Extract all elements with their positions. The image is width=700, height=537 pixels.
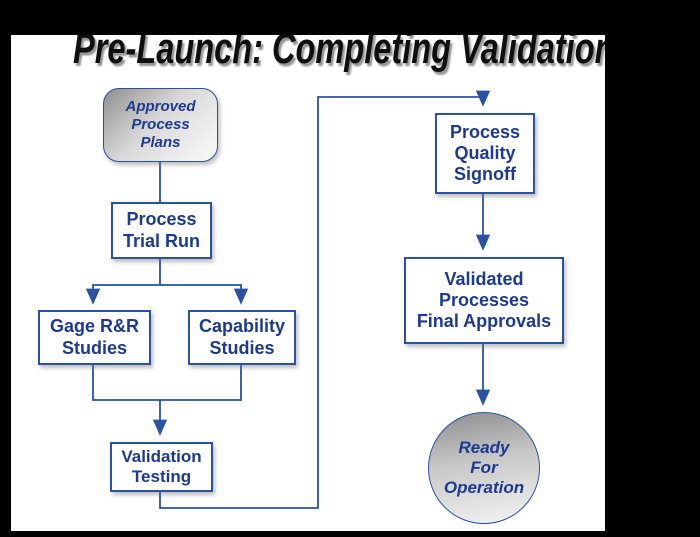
- node-label-line: Quality: [454, 142, 516, 163]
- node-label-line: Operation: [443, 478, 525, 498]
- connector-studies-join: [92, 361, 242, 401]
- slide-title: Pre-Launch: Completing Validation: [73, 35, 605, 73]
- node-label-line: Ready: [458, 437, 510, 457]
- node-label-line: Process: [126, 209, 197, 230]
- node-label-line: Processes: [438, 289, 530, 310]
- node-validation-testing: Validation Testing: [110, 442, 213, 492]
- connector-trial-to-capability: [160, 284, 249, 305]
- node-label-line: Plans: [140, 133, 181, 151]
- connector-validation-to-signoff: [159, 90, 491, 509]
- connector-layer: [85, 90, 491, 509]
- node-label-line: Process: [449, 121, 521, 142]
- node-label-line: Approved: [125, 98, 196, 116]
- node-gage-rr-studies: Gage R&R Studies: [38, 310, 151, 365]
- node-label-line: Process: [131, 116, 190, 134]
- node-capability-studies: Capability Studies: [188, 310, 296, 365]
- slide-canvas: Pre-Launch: Completing Validation: [11, 35, 605, 531]
- node-process-quality-signoff: Process Quality Signoff: [435, 113, 535, 194]
- node-approved-process-plans: Approved Process Plans: [103, 88, 218, 162]
- node-process-trial-run: Process Trial Run: [111, 202, 212, 259]
- node-label-line: Studies: [209, 337, 275, 358]
- node-label-line: Final Approvals: [416, 311, 552, 332]
- connector-trial-to-gage: [85, 255, 161, 305]
- node-label-line: Testing: [131, 467, 192, 486]
- node-label-line: Signoff: [454, 164, 516, 185]
- node-label-line: Validated: [444, 268, 524, 289]
- node-label-line: For: [470, 457, 498, 477]
- node-label-line: Trial Run: [122, 230, 200, 251]
- node-label-line: Validation: [121, 446, 202, 466]
- node-ready-for-operation: Ready For Operation: [428, 412, 540, 524]
- node-label-line: Studies: [61, 337, 127, 358]
- node-label-line: Gage R&R: [49, 316, 139, 337]
- node-label-line: Capability: [198, 316, 286, 337]
- node-validated-processes-final-approvals: Validated Processes Final Approvals: [404, 257, 564, 344]
